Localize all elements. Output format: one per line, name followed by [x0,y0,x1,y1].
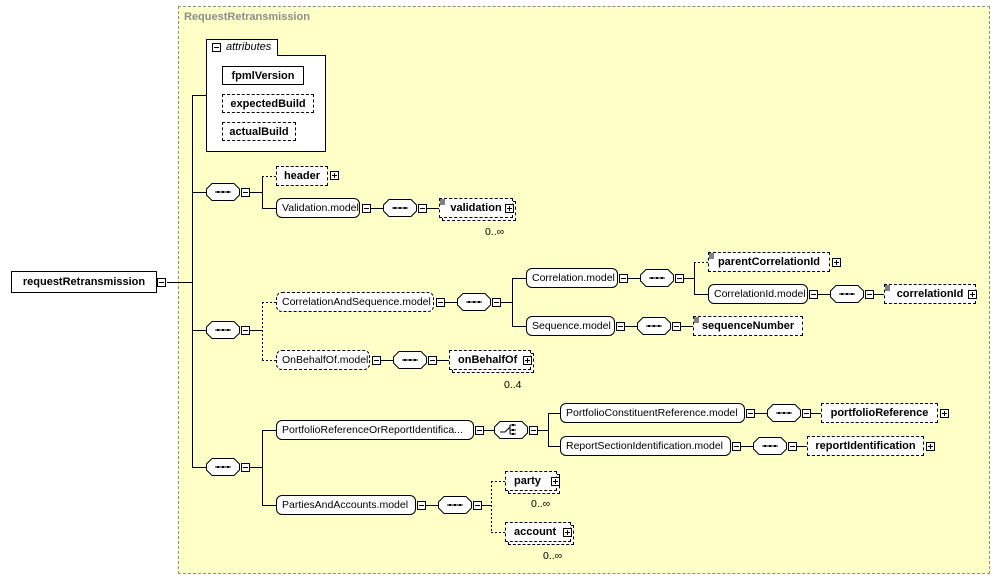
documentation-icon [885,285,890,291]
documentation-icon [709,253,714,259]
collapse-sequence-icon[interactable] [241,463,250,472]
collapse-sequence-icon[interactable] [788,442,797,451]
element-portfolio-reference[interactable]: portfolioReference [821,403,938,423]
expand-correlation-id-icon[interactable] [968,290,977,299]
collapse-validation-model-icon[interactable] [362,204,371,213]
sequence-compositor-icon[interactable] [457,293,491,311]
group-on-behalf-of-model[interactable]: OnBehalfOf.model [276,350,370,370]
group-parties-and-accounts-model[interactable]: PartiesAndAccounts.model [276,495,416,515]
attribute-fpml-version[interactable]: fpmlVersion [222,66,304,85]
documentation-icon [694,317,699,323]
sequence-compositor-icon[interactable] [383,199,417,217]
expand-party-icon[interactable] [551,477,560,486]
sequence-compositor-icon[interactable] [438,496,472,514]
element-sequence-number[interactable]: sequenceNumber [693,316,803,336]
sequence-compositor-icon[interactable] [753,437,787,455]
group-sequence-model[interactable]: Sequence.model [526,316,615,336]
group-portfolio-or-report-model[interactable]: PortfolioReferenceOrReportIdentifica... [276,420,474,440]
collapse-portfolio-constituent-icon[interactable] [746,409,755,418]
sequence-compositor-icon[interactable] [767,404,801,422]
expand-validation-icon[interactable] [505,204,514,213]
attribute-expected-build[interactable]: expectedBuild [222,94,314,113]
collapse-report-section-icon[interactable] [732,442,741,451]
group-validation-model[interactable]: Validation.model [276,198,360,218]
collapse-sequence-icon[interactable] [241,326,250,335]
on-behalf-of-cardinality: 0..4 [504,379,522,391]
collapse-on-behalf-of-model-icon[interactable] [372,356,381,365]
collapse-sequence-icon[interactable] [672,322,681,331]
sequence-compositor-icon[interactable] [206,321,240,339]
element-validation[interactable]: validation [439,198,513,218]
collapse-sequence-icon[interactable] [428,356,437,365]
expand-portfolio-reference-icon[interactable] [940,409,949,418]
attribute-actual-build[interactable]: actualBuild [222,122,296,141]
sequence-compositor-icon[interactable] [640,269,674,287]
complex-type-title: RequestRetransmission [184,11,310,23]
collapse-correlation-id-model-icon[interactable] [809,290,818,299]
attributes-label: attributes [226,41,272,53]
group-portfolio-constituent-model[interactable]: PortfolioConstituentReference.model [560,403,745,423]
collapse-portfolio-or-report-icon[interactable] [475,426,484,435]
sequence-compositor-icon[interactable] [206,183,240,201]
party-cardinality: 0..∞ [531,498,551,510]
collapse-sequence-icon[interactable] [802,409,811,418]
expand-header-icon[interactable] [330,171,339,180]
documentation-icon [440,199,445,205]
collapse-root-icon[interactable] [157,278,166,287]
element-account[interactable]: account [505,522,571,542]
group-correlation-model[interactable]: Correlation.model [526,268,618,288]
group-report-section-model[interactable]: ReportSectionIdentification.model [560,436,731,456]
collapse-sequence-icon[interactable] [418,204,427,213]
element-header[interactable]: header [276,166,328,186]
collapse-attributes-icon[interactable] [212,43,221,52]
element-parent-correlation-id[interactable]: parentCorrelationId [708,252,830,272]
collapse-correlation-and-sequence-icon[interactable] [436,298,445,307]
attributes-tab [206,39,278,56]
sequence-compositor-icon[interactable] [830,285,864,303]
collapse-sequence-icon[interactable] [241,188,250,197]
collapse-sequence-model-icon[interactable] [616,322,625,331]
root-element[interactable]: requestRetransmission [11,271,157,293]
group-correlation-and-sequence-model[interactable]: CorrelationAndSequence.model [276,292,434,312]
element-correlation-id[interactable]: correlationId [884,284,976,304]
validation-cardinality: 0..∞ [485,226,505,238]
collapse-correlation-model-icon[interactable] [619,274,628,283]
collapse-sequence-icon[interactable] [492,298,501,307]
choice-compositor-icon[interactable] [494,421,528,439]
expand-on-behalf-of-icon[interactable] [523,356,532,365]
collapse-choice-icon[interactable] [529,426,538,435]
collapse-sequence-icon[interactable] [675,274,684,283]
sequence-compositor-icon[interactable] [206,458,240,476]
collapse-sequence-icon[interactable] [865,290,874,299]
account-cardinality: 0..∞ [543,550,563,562]
expand-account-icon[interactable] [563,528,572,537]
element-on-behalf-of[interactable]: onBehalfOf [449,350,531,370]
collapse-parties-and-accounts-icon[interactable] [417,501,426,510]
collapse-sequence-icon[interactable] [473,501,482,510]
group-correlation-id-model[interactable]: CorrelationId.model [708,284,808,304]
element-party[interactable]: party [505,471,557,491]
expand-parent-correlation-id-icon[interactable] [832,258,841,267]
element-report-identification[interactable]: reportIdentification [807,436,924,456]
sequence-compositor-icon[interactable] [637,317,671,335]
expand-report-identification-icon[interactable] [926,442,935,451]
sequence-compositor-icon[interactable] [393,351,427,369]
